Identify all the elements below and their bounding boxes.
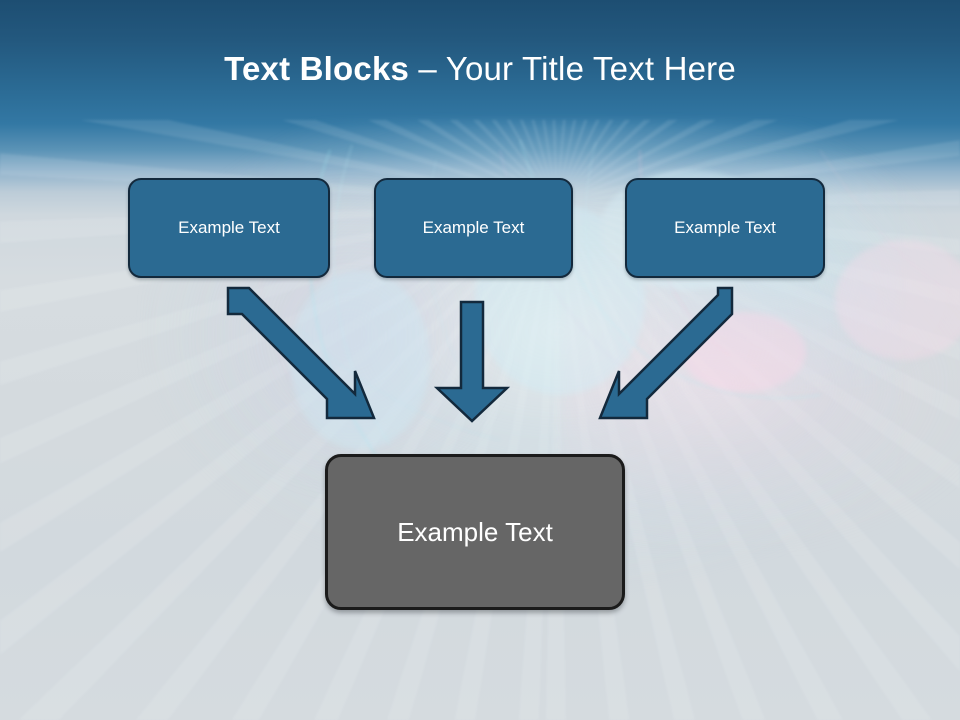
arrow-right-icon bbox=[598, 286, 734, 420]
arrow-left-icon bbox=[226, 286, 376, 420]
arrow-center-icon bbox=[433, 300, 511, 423]
source-box-1-label: Example Text bbox=[178, 218, 280, 237]
page-title: Text Blocks – Your Title Text Here bbox=[0, 47, 960, 91]
source-box-2[interactable]: Example Text bbox=[374, 178, 573, 278]
page-title-light: Your Title Text Here bbox=[445, 50, 736, 87]
source-box-3-label: Example Text bbox=[674, 218, 776, 237]
page-title-bold: Text Blocks bbox=[224, 50, 410, 87]
page-title-separator: – bbox=[409, 50, 446, 87]
source-box-2-label: Example Text bbox=[422, 218, 525, 237]
result-box[interactable]: Example Text bbox=[325, 454, 625, 610]
result-box-label: Example Text bbox=[397, 516, 553, 547]
source-box-3[interactable]: Example Text bbox=[625, 178, 825, 278]
source-box-1[interactable]: Example Text bbox=[128, 178, 330, 278]
